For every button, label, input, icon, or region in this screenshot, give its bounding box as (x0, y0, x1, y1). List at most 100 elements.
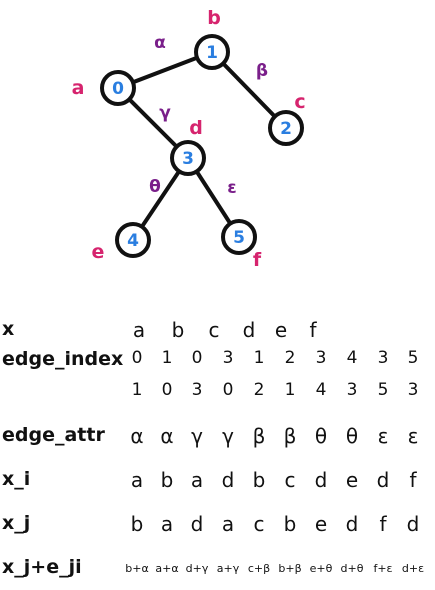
node-5: 5f (221, 219, 262, 271)
node-circle-4 (115, 222, 151, 258)
node-circle-5 (221, 219, 257, 255)
node-3: 3d (170, 117, 206, 176)
node-circle-1 (194, 34, 230, 70)
table-cell: ε (407, 424, 419, 448)
table-cell: c (284, 468, 296, 492)
node-id-0: 0 (112, 79, 124, 99)
table-cell: 3 (222, 348, 234, 368)
table-cell: d (314, 468, 328, 492)
table-cell: a (160, 512, 174, 536)
node-id-1: 1 (206, 43, 218, 63)
table-cell: a+α (155, 562, 179, 575)
table-cell: b (171, 318, 185, 342)
table-cell: b (160, 468, 174, 492)
table-cell: 5 (407, 348, 419, 368)
table-cell: a (190, 468, 204, 492)
table-cell: 5 (377, 380, 389, 400)
node-label-3: d (189, 117, 203, 139)
row-label-0: x (2, 318, 15, 340)
table-cell: θ (345, 424, 359, 448)
node-1: 1b (194, 7, 230, 70)
row-label-5: x_j (2, 512, 31, 534)
table-cell: γ (191, 424, 203, 448)
row-label-4: x_i (2, 468, 31, 490)
table-cell: ε (377, 424, 389, 448)
table-cell: e (314, 512, 328, 536)
table-cell: θ (314, 424, 328, 448)
table-cell: d+γ (185, 562, 209, 575)
table-cell: 1 (131, 380, 143, 400)
row-label-1: edge_index (2, 348, 124, 370)
edge-label-3-5: ε (227, 178, 236, 198)
table-cell: 0 (131, 348, 143, 368)
node-label-0: a (72, 77, 85, 99)
table-cell: d (242, 318, 256, 342)
table-cell: b (252, 468, 266, 492)
table-cell: 3 (191, 380, 203, 400)
table-cell: f (409, 468, 417, 492)
row-label-6: x_j+e_ji (2, 556, 82, 578)
table-cell: d (190, 512, 204, 536)
table-cell: d (345, 512, 359, 536)
node-label-4: e (92, 241, 105, 263)
edge-label-3-4: θ (149, 177, 161, 197)
node-id-3: 3 (182, 149, 194, 169)
table-cell: 3 (315, 348, 327, 368)
table-cell: α (160, 424, 174, 448)
table-cell: b (130, 512, 144, 536)
table-cell: 2 (284, 348, 296, 368)
table-cell: b+α (125, 562, 149, 575)
edge-label-0-3: γ (159, 103, 171, 123)
table-cell: γ (222, 424, 234, 448)
edge-label-0-1: α (154, 33, 166, 53)
node-id-5: 5 (233, 228, 245, 248)
table-cell: a (221, 512, 235, 536)
table-cell: β (283, 424, 297, 448)
table-cell: 2 (253, 380, 265, 400)
node-0: 0a (72, 70, 136, 106)
edge-label-1-2: β (256, 61, 268, 81)
node-4: 4e (92, 222, 151, 263)
table-cell: d+θ (340, 562, 364, 575)
table-cell: d (376, 468, 390, 492)
table-cell: b+β (278, 562, 302, 575)
table-cell: f (309, 318, 317, 342)
table-cell: 0 (222, 380, 234, 400)
table-cell: 3 (346, 380, 358, 400)
table-cell: 3 (377, 348, 389, 368)
table-cell: c (208, 318, 220, 342)
node-label-2: c (294, 91, 305, 113)
table-cell: 4 (346, 348, 358, 368)
node-circle-2 (268, 110, 304, 146)
table-cell: 1 (253, 348, 265, 368)
node-id-4: 4 (127, 231, 139, 251)
table-cell: 3 (407, 380, 419, 400)
node-id-2: 2 (280, 119, 292, 139)
table-cell: α (130, 424, 144, 448)
table-cell: a (132, 318, 146, 342)
table-cell: e (274, 318, 288, 342)
node-label-5: f (253, 249, 262, 271)
table-cell: 1 (161, 348, 173, 368)
row-label-3: edge_attr (2, 424, 105, 446)
table-cell: e+θ (309, 562, 333, 575)
table-cell: c (253, 512, 265, 536)
node-label-1: b (207, 7, 221, 29)
table-cell: a+γ (216, 562, 240, 575)
table-cell: d (406, 512, 420, 536)
table-cell: b (283, 512, 297, 536)
table-cell: e (345, 468, 359, 492)
node-2: 2c (268, 91, 306, 146)
node-circle-3 (170, 140, 206, 176)
table-cell: β (252, 424, 266, 448)
table-cell: f (379, 512, 387, 536)
